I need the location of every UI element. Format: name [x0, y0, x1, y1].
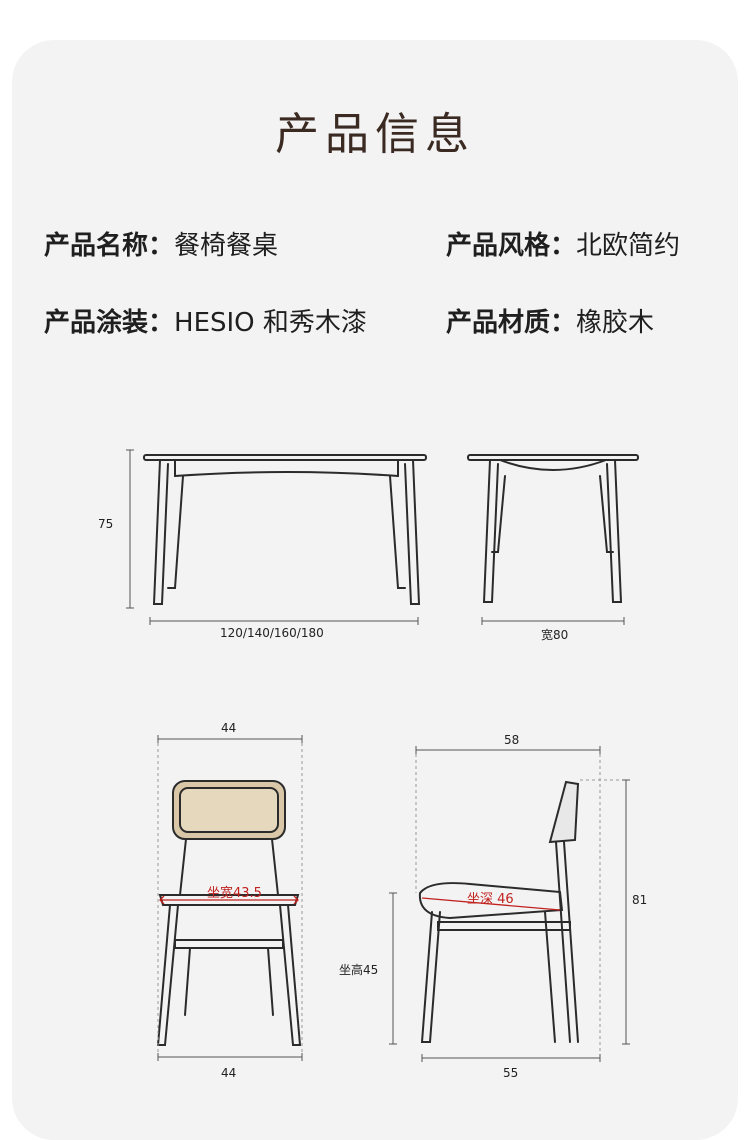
- spec-label: 产品材质：: [446, 308, 577, 338]
- dim-table-height: 75: [98, 517, 114, 531]
- dim-table-width: 宽80: [541, 628, 569, 642]
- spec-value: HESIO 和秀木漆: [174, 308, 367, 338]
- spec-product-name: 产品名称：餐椅餐桌: [44, 225, 278, 262]
- furniture-dimension-drawings: [126, 449, 639, 1062]
- content-card: [12, 40, 738, 1140]
- spec-label: 产品风格：: [446, 231, 577, 261]
- dim-chair-side-top-depth: 58: [504, 733, 520, 747]
- dim-seat-width: 坐宽43.5: [207, 886, 262, 901]
- spec-value: 橡胶木: [576, 308, 655, 338]
- dim-chair-front-top-width: 44: [221, 721, 237, 735]
- table-side-view: [467, 454, 639, 603]
- dim-chair-front-bottom-width: 44: [221, 1066, 237, 1080]
- chair-side-view: [418, 780, 580, 1043]
- dim-seat-depth: 坐深 46: [467, 892, 514, 907]
- spec-value: 餐椅餐桌: [174, 231, 279, 261]
- spec-product-style: 产品风格：北欧简约: [446, 225, 680, 262]
- chair-front-view: [156, 780, 302, 1046]
- dim-chair-side-bottom-depth: 55: [503, 1066, 519, 1080]
- table-front-view: [143, 454, 427, 605]
- spec-product-finish: 产品涂装：HESIO 和秀木漆: [44, 302, 367, 339]
- spec-product-material: 产品材质：橡胶木: [446, 302, 654, 339]
- dim-chair-height: 81: [632, 893, 648, 907]
- dim-seat-height: 坐高45: [339, 963, 379, 977]
- spec-label: 产品名称：: [44, 231, 175, 261]
- page-title: 产品信息: [275, 109, 475, 160]
- dim-table-length: 120/140/160/180: [220, 626, 324, 640]
- spec-label: 产品涂装：: [44, 308, 175, 338]
- spec-value: 北欧简约: [576, 231, 681, 261]
